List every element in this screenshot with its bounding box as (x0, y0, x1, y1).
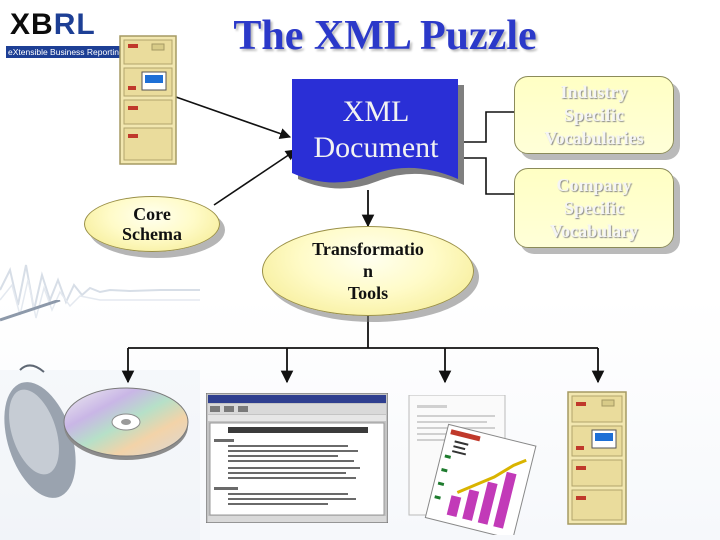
arrow-server-to-document (175, 96, 292, 139)
xml-document-label: XML Document (313, 95, 439, 164)
core-schema-line1: Core (133, 204, 171, 224)
transformation-tools-node: Transformatio n Tools (262, 226, 474, 316)
arrow-core-to-document (213, 149, 297, 206)
company-vocabulary-node: Company Specific Vocabulary (514, 168, 674, 248)
company-vocab-line2: Specific (563, 197, 624, 218)
industry-vocab-line3: Vocabularies (544, 127, 644, 148)
core-schema-line2: Schema (122, 224, 182, 244)
company-vocab-line1: Company (556, 174, 632, 195)
transformation-tools-line2: n (362, 261, 373, 281)
logo-tagline: eXtensible Business Reporting Lan (6, 46, 122, 58)
industry-vocab-line1: Industry (560, 81, 628, 102)
xml-document-shape (292, 79, 464, 189)
web-page-screenshot-icon (206, 393, 388, 523)
company-vocab-line3: Vocabulary (549, 220, 639, 241)
mouse-decoration (0, 300, 76, 498)
logo-wordmark: XBRL (10, 8, 96, 41)
page-title: The XML Puzzle (233, 13, 537, 59)
transformation-tools-line3: Tools (347, 283, 389, 303)
cd-disc-icon (63, 387, 189, 460)
transformation-tools-line1: Transformatio (312, 239, 424, 259)
server-tower-output-icon (567, 391, 627, 525)
printed-report-chart-icon (408, 395, 537, 535)
industry-vocab-line2: Specific (564, 104, 624, 125)
server-tower-source-icon (119, 35, 177, 165)
core-schema-node: Core Schema (84, 196, 220, 252)
industry-vocabularies-node: Industry Specific Vocabularies (514, 76, 674, 154)
line-document-to-industry (464, 111, 514, 143)
line-document-to-company (464, 157, 514, 195)
xbrl-logo: XBRL eXtensible Business Reporting Lan (6, 8, 122, 62)
